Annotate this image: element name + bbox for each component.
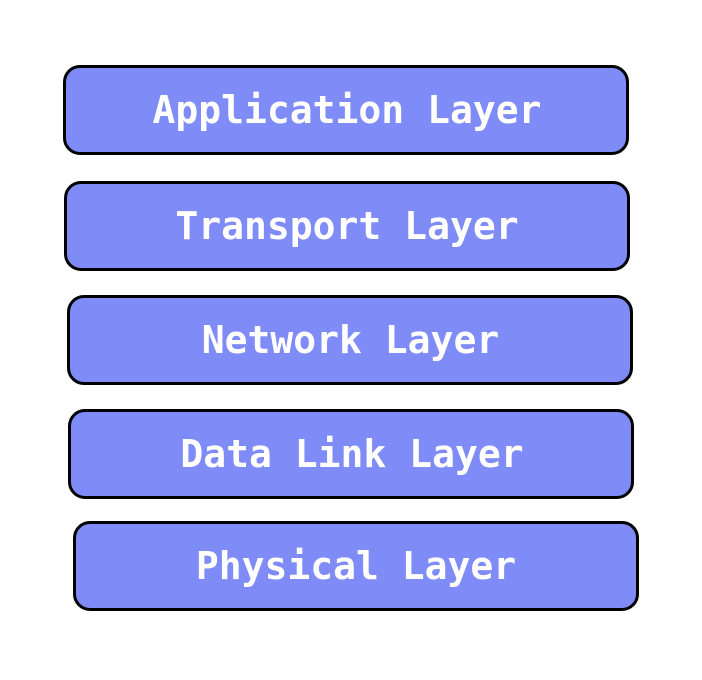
data-link-layer-label: Data Link Layer (180, 432, 524, 476)
network-layer-label: Network Layer (201, 318, 500, 362)
network-layer-box: Network Layer (67, 295, 633, 385)
application-layer-box: Application Layer (63, 65, 629, 155)
transport-layer-label: Transport Layer (175, 204, 519, 248)
data-link-layer-box: Data Link Layer (68, 409, 634, 499)
physical-layer-label: Physical Layer (195, 544, 517, 588)
physical-layer-box: Physical Layer (73, 521, 639, 611)
application-layer-label: Application Layer (152, 88, 542, 132)
transport-layer-box: Transport Layer (64, 181, 630, 271)
